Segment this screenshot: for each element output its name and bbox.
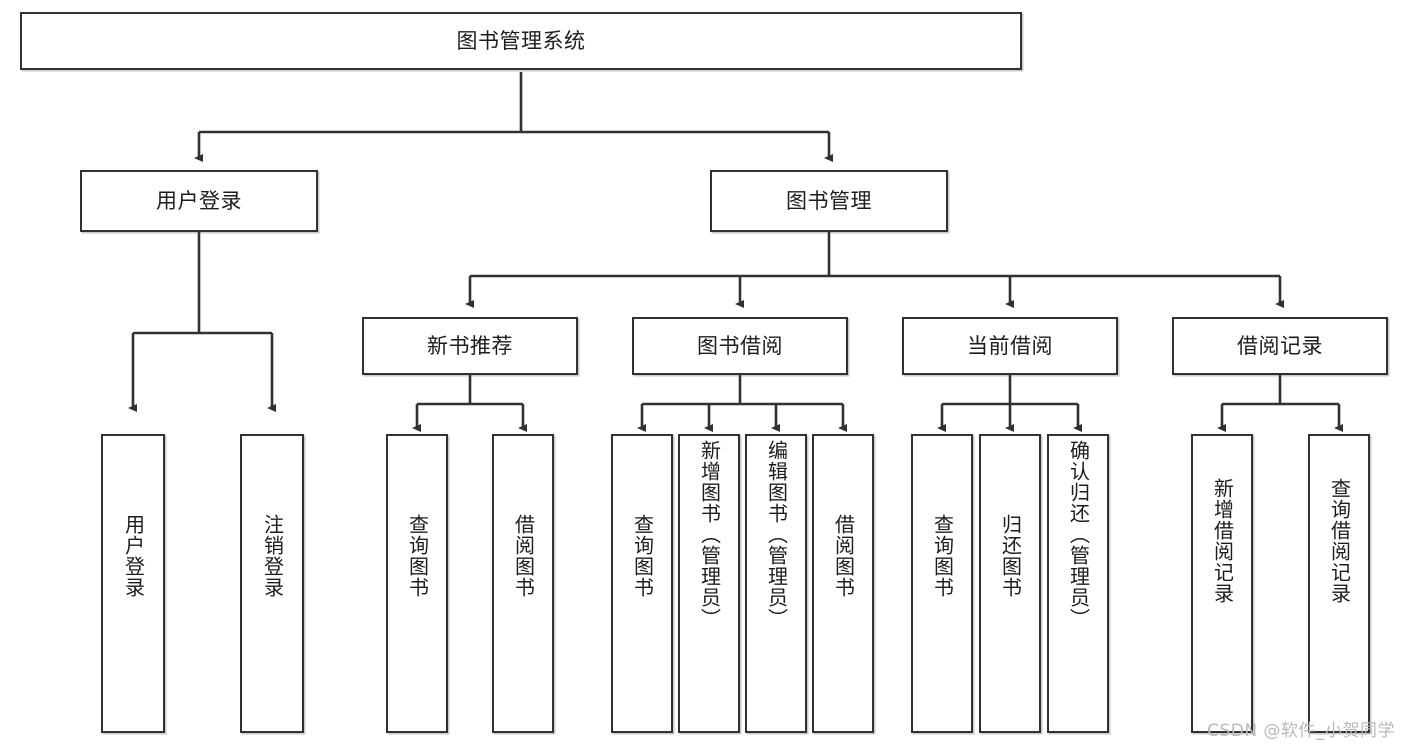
leaf-edit-book-admin[interactable]: 编辑图书（管理员）: [745, 434, 807, 733]
node-label: 图书借阅: [697, 333, 783, 358]
node-book-management-system[interactable]: 图书管理系统: [20, 12, 1022, 70]
node-label: 借阅图书: [831, 514, 856, 598]
node-new-book-recommend[interactable]: 新书推荐: [362, 317, 578, 375]
leaf-query-book-new[interactable]: 查询图书: [386, 434, 448, 733]
node-label: 借阅图书: [511, 514, 536, 598]
leaf-borrow-book-new[interactable]: 借阅图书: [492, 434, 554, 733]
watermark-text: CSDN @软件_小贺同学: [1207, 721, 1395, 741]
leaf-add-book-admin[interactable]: 新增图书（管理员）: [678, 434, 740, 733]
leaf-confirm-return-admin[interactable]: 确认归还（管理员）: [1047, 434, 1109, 733]
leaf-query-book-borrow[interactable]: 查询图书: [611, 434, 673, 733]
node-label: 注销登录: [260, 514, 285, 598]
leaf-add-borrow-record[interactable]: 新增借阅记录: [1191, 434, 1253, 733]
node-label: 归还图书: [998, 514, 1023, 598]
node-borrow-record[interactable]: 借阅记录: [1172, 317, 1388, 375]
leaf-borrow-book[interactable]: 借阅图书: [812, 434, 874, 733]
leaf-query-borrow-record[interactable]: 查询借阅记录: [1308, 434, 1370, 733]
node-label: 图书管理系统: [456, 28, 586, 53]
node-book-borrow[interactable]: 图书借阅: [632, 317, 848, 375]
node-label: 新书推荐: [427, 333, 513, 358]
node-label: 查询图书: [630, 514, 655, 598]
node-label: 用户登录: [156, 188, 242, 213]
node-current-borrow[interactable]: 当前借阅: [902, 317, 1118, 375]
leaf-query-book-current[interactable]: 查询图书: [911, 434, 973, 733]
node-label: 查询借阅记录: [1327, 478, 1352, 604]
node-label: 借阅记录: [1237, 333, 1323, 358]
node-label: 确认归还（管理员）: [1066, 440, 1091, 629]
node-label: 用户登录: [121, 514, 146, 598]
node-book-management[interactable]: 图书管理: [710, 170, 948, 232]
leaf-user-login[interactable]: 用户登录: [101, 434, 165, 733]
node-label: 当前借阅: [967, 333, 1053, 358]
node-label: 图书管理: [786, 188, 872, 213]
node-label: 查询图书: [405, 514, 430, 598]
node-label: 编辑图书（管理员）: [764, 440, 789, 629]
node-user-login[interactable]: 用户登录: [80, 170, 318, 232]
node-label: 新增图书（管理员）: [697, 440, 722, 629]
leaf-logout[interactable]: 注销登录: [240, 434, 304, 733]
node-label: 新增借阅记录: [1210, 478, 1235, 604]
node-label: 查询图书: [930, 514, 955, 598]
leaf-return-book[interactable]: 归还图书: [979, 434, 1041, 733]
